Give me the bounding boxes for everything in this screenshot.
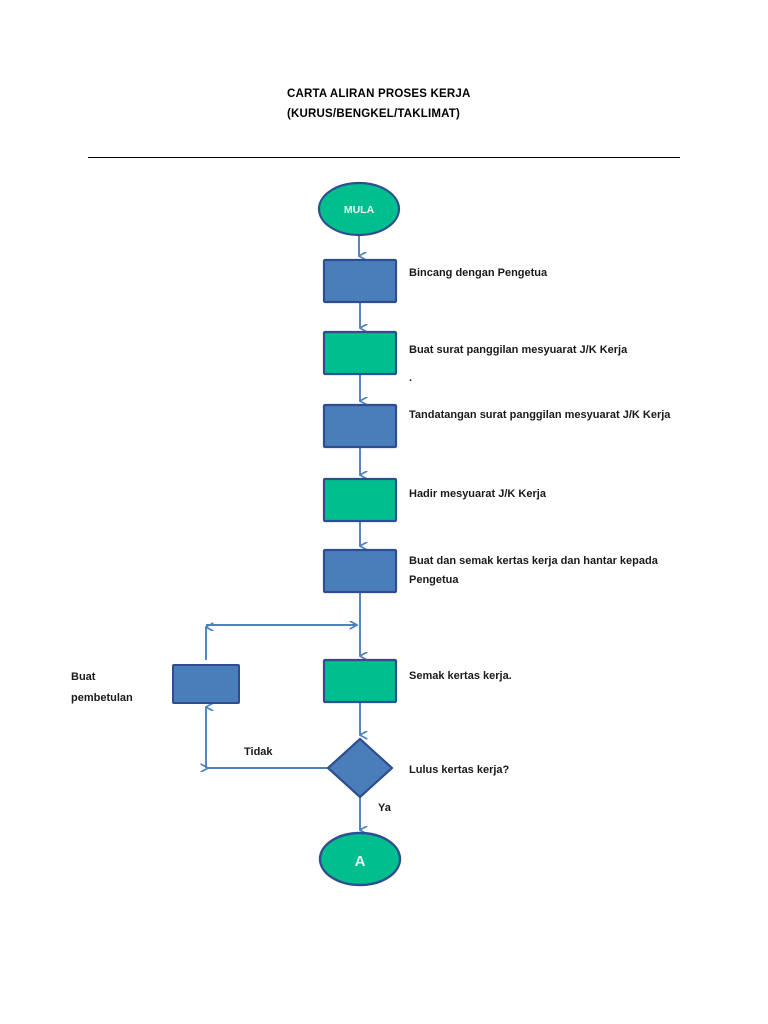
label-correction: Buat pembetulan bbox=[71, 671, 133, 704]
label-step5: Buat dan semak kertas kerja dan hantar k… bbox=[409, 555, 658, 586]
node-step6-semak-kertas[interactable] bbox=[322, 658, 398, 704]
node-connector-a[interactable] bbox=[318, 831, 402, 887]
title-line-2: (KURUS/BENGKEL/TAKLIMAT) bbox=[287, 108, 461, 120]
node-step3-tandatangan[interactable] bbox=[322, 403, 398, 449]
edge-label-tidak: Tidak bbox=[244, 746, 273, 758]
edge-label-ya: Ya bbox=[378, 802, 391, 814]
label-decision: Lulus kertas kerja? bbox=[409, 764, 510, 776]
node-step5-buat-semak[interactable] bbox=[322, 548, 398, 594]
label-step1: Bincang dengan Pengetua bbox=[409, 267, 548, 279]
node-step4-hadir-mesyuarat[interactable] bbox=[322, 477, 398, 523]
node-start-label: MULA bbox=[344, 204, 375, 216]
title-line-1: CARTA ALIRAN PROSES KERJA bbox=[287, 88, 471, 100]
node-correction-buat-pembetulan[interactable] bbox=[172, 664, 240, 704]
header-divider bbox=[88, 157, 680, 158]
label-step4: Hadir mesyuarat J/K Kerja bbox=[409, 488, 546, 500]
node-step2-buat-surat[interactable] bbox=[322, 330, 398, 376]
node-decision-lulus[interactable] bbox=[326, 737, 394, 799]
node-connector-a-label: A bbox=[355, 853, 366, 870]
label-step2: Buat surat panggilan mesyuarat J/K Kerja bbox=[409, 344, 628, 356]
label-step6: Semak kertas kerja. bbox=[409, 670, 512, 682]
node-step1-bincang[interactable] bbox=[322, 258, 398, 304]
node-start-mula[interactable] bbox=[317, 181, 401, 237]
label-step2-stray-dot: . bbox=[409, 372, 413, 384]
page-title: CARTA ALIRAN PROSES KERJA (KURUS/BENGKEL… bbox=[287, 84, 707, 124]
label-step3: Tandatangan surat panggilan mesyuarat J/… bbox=[409, 409, 671, 421]
